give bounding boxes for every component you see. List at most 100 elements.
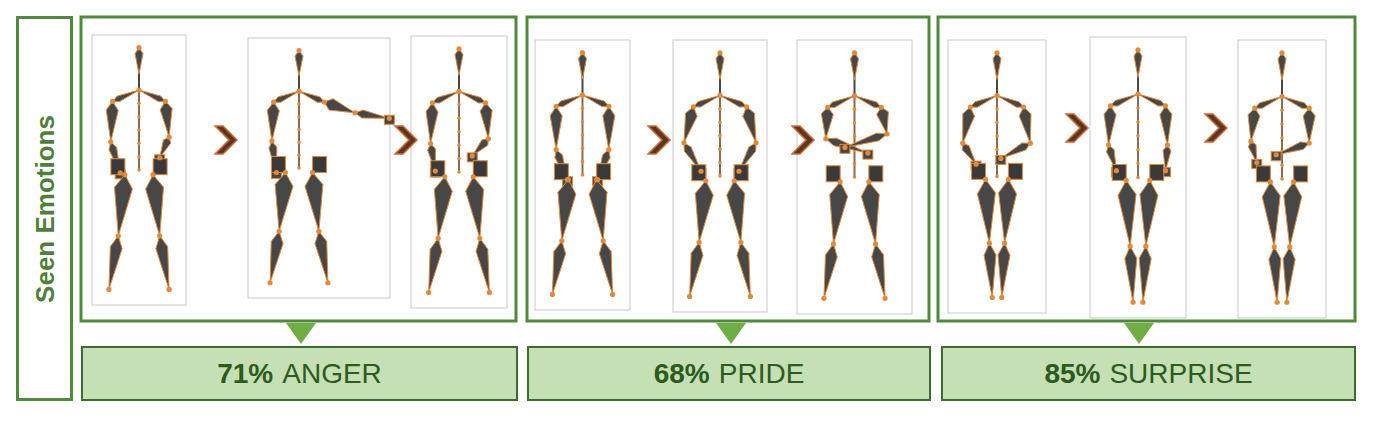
joint-dot [718, 94, 722, 98]
limb-bone [146, 175, 164, 236]
figure-frame [1238, 40, 1326, 318]
hand-block [840, 144, 850, 153]
limb-bone [114, 175, 132, 236]
joint-dot [581, 173, 585, 177]
pelvis-block [692, 165, 706, 181]
joint-dot [137, 102, 141, 106]
joint-dot [554, 147, 559, 152]
pelvis-block [597, 164, 611, 180]
limb-bone [599, 241, 612, 295]
joint-dot [137, 155, 141, 159]
joint-dot [457, 103, 461, 107]
joint-dot [1280, 163, 1284, 167]
limb-bone [828, 96, 855, 108]
pelvis-block [826, 166, 840, 182]
joint-dot [717, 93, 722, 98]
joint-dot [1136, 92, 1140, 96]
joint-dot [1279, 50, 1284, 55]
pelvis-block [271, 157, 285, 173]
joint-dot [1006, 177, 1011, 182]
joint-dot [167, 134, 172, 139]
percentage-value: 68% [654, 358, 710, 390]
limb-bone [552, 241, 565, 295]
joint-dot [853, 162, 857, 166]
limb-bone [1303, 108, 1315, 143]
joint-dot [471, 174, 476, 179]
joint-dot [322, 99, 327, 104]
emotion-name: PRIDE [719, 358, 805, 390]
limb-bone [598, 150, 611, 180]
limb-bone [855, 96, 882, 108]
joint-dot [703, 178, 708, 183]
joint-dot [554, 104, 559, 109]
joint-dot [1136, 176, 1140, 180]
limb-bone [476, 238, 489, 292]
joint-dot [167, 287, 172, 292]
limb-bone [845, 133, 887, 147]
joint-dot [697, 240, 702, 245]
percentage-value: 85% [1044, 358, 1100, 390]
limb-bone [877, 107, 889, 134]
limb-bone [861, 182, 879, 244]
limb-bone [324, 99, 355, 113]
joint-dot [753, 140, 758, 145]
limb-bone [267, 102, 279, 141]
limb-bone [1019, 107, 1031, 143]
joint-dot [744, 104, 749, 109]
joint-dot [118, 170, 123, 175]
joint-dot [1136, 106, 1140, 110]
skeleton-figure [1248, 50, 1315, 305]
limb-bone [1118, 180, 1136, 246]
joint-dot [987, 241, 992, 246]
joint-dot [486, 136, 491, 141]
limb-bone [993, 53, 1001, 80]
joint-dot [994, 93, 999, 98]
joint-dot [873, 241, 878, 246]
joint-dot [831, 241, 836, 246]
pelvis-block [431, 161, 445, 177]
limb-bone [274, 91, 299, 102]
joint-dot [717, 50, 722, 55]
joint-dot [995, 107, 999, 111]
joint-dot [157, 233, 162, 238]
joint-dot [580, 92, 585, 97]
joint-dot [1136, 148, 1140, 152]
pelvis-block [869, 166, 883, 182]
joint-dot [995, 148, 999, 152]
joint-dot [838, 179, 843, 184]
limb-bone [1262, 182, 1280, 247]
joint-dot [998, 156, 1003, 161]
joint-dot [316, 229, 321, 234]
joint-dot [433, 168, 438, 173]
joint-dot [606, 147, 611, 152]
limb-bone [109, 236, 122, 290]
joint-dot [853, 175, 857, 179]
joint-dot [457, 157, 461, 161]
joint-dot [581, 107, 585, 111]
limb-bone [426, 103, 438, 144]
hand-block [996, 155, 1006, 164]
limb-bone [305, 173, 323, 232]
joint-dot [1252, 106, 1257, 111]
limb-bone [295, 51, 303, 76]
limb-bone [550, 106, 562, 149]
panel-frame [938, 17, 1355, 321]
joint-dot [865, 151, 870, 156]
joint-dot [736, 169, 741, 174]
joint-dot [853, 94, 857, 98]
pelvis-block [972, 163, 986, 179]
joint-dot [681, 140, 686, 145]
joint-dot [882, 296, 887, 301]
joint-dot [610, 292, 615, 297]
joint-dot [1136, 134, 1140, 138]
pelvis-block [1008, 163, 1022, 179]
spine-line [1137, 94, 1139, 177]
figure-frame [535, 40, 630, 310]
limb-bone [851, 53, 859, 80]
sequence-chevron [215, 126, 237, 154]
spine-line [582, 95, 584, 175]
joint-dot [110, 99, 115, 104]
joint-dot [1135, 91, 1140, 96]
joint-dot [580, 50, 585, 55]
joint-dot [687, 294, 692, 299]
